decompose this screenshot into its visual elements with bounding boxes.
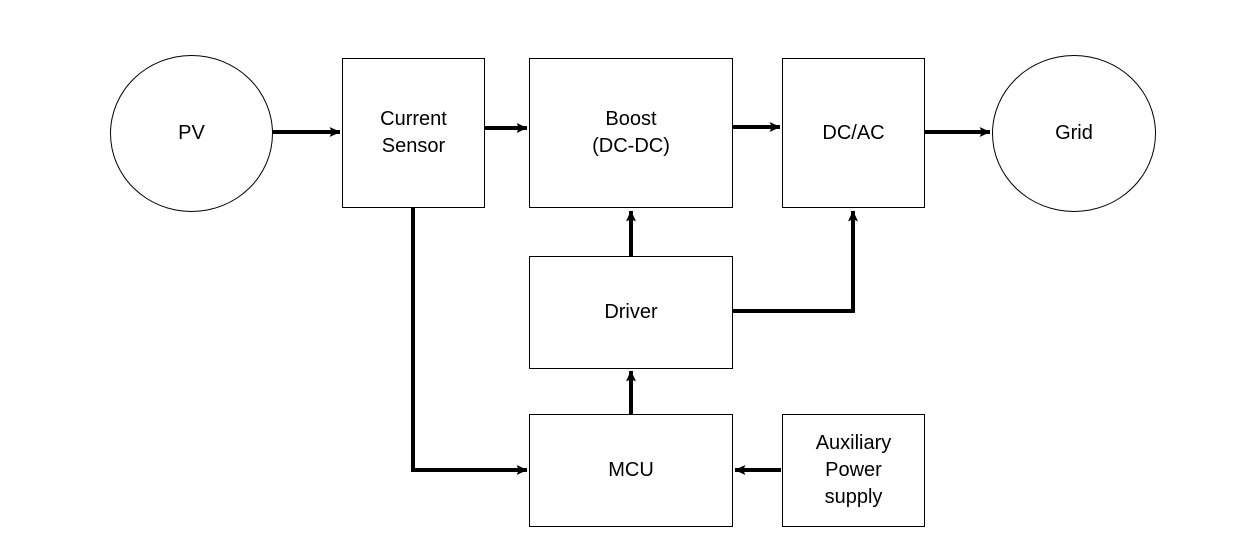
node-label-aux: Auxiliary Power supply [815,432,892,508]
edge-driver-dcac [733,210,858,313]
node-label-pv: PV [178,122,205,144]
node-grid[interactable]: Grid [992,55,1156,212]
node-label-boost: Boost (DC-DC) [592,108,670,157]
edge-sensor-mcu [411,208,528,475]
node-label-driver: Driver [604,301,658,323]
node-label-dcac: DC/AC [822,121,885,144]
node-label-sensor: Current Sensor [380,108,447,157]
node-pv[interactable]: PV [110,55,273,212]
node-label-grid: Grid [1055,122,1093,144]
node-driver[interactable]: Driver [529,256,733,369]
node-boost[interactable]: Boost (DC-DC) [529,58,733,208]
node-aux[interactable]: Auxiliary Power supply [782,414,925,527]
node-mcu[interactable]: MCU [529,414,733,527]
node-label-mcu: MCU [608,459,654,481]
node-dcac[interactable]: DC/AC [782,58,925,208]
node-sensor[interactable]: Current Sensor [342,58,485,208]
